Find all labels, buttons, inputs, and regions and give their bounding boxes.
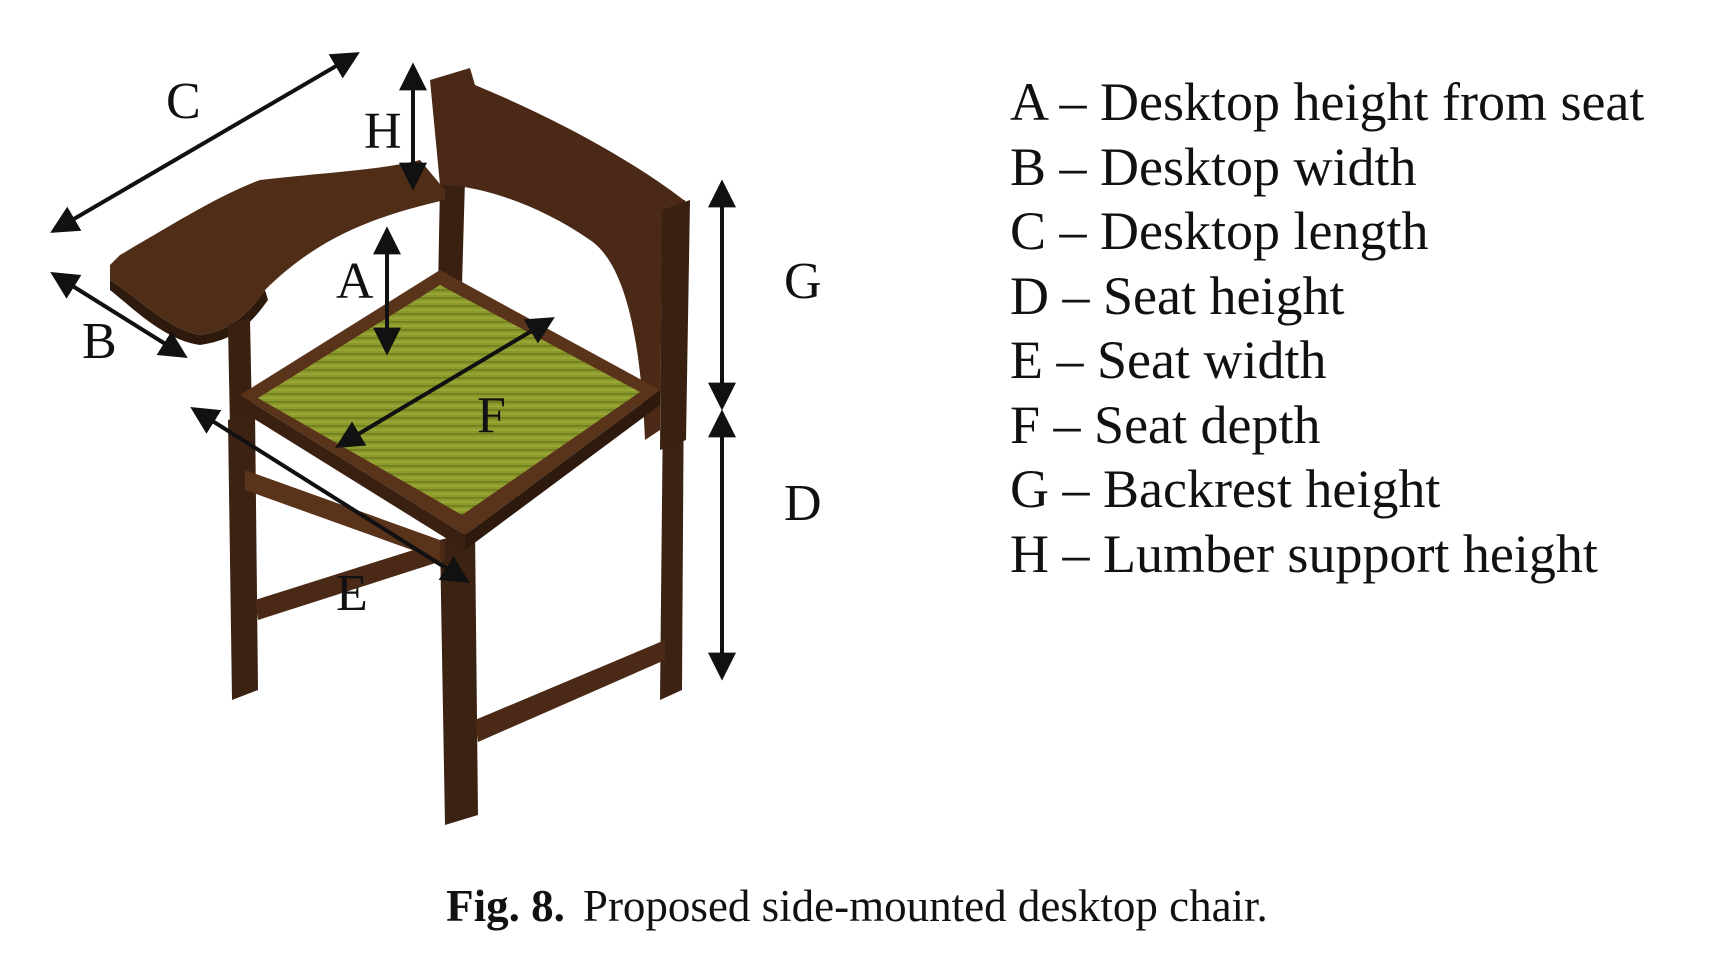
dimension-label-d: D bbox=[784, 475, 822, 532]
dimension-label-a: A bbox=[336, 253, 374, 310]
legend-item-a: A – Desktop height from seat bbox=[1010, 72, 1645, 132]
legend-item-d: D – Seat height bbox=[1010, 265, 1345, 326]
arrow-b bbox=[50, 272, 188, 358]
arrow-e bbox=[190, 407, 470, 583]
legend-item-g: G – Backrest height bbox=[1010, 459, 1441, 519]
desktop bbox=[110, 160, 445, 335]
legend-item-c: C – Desktop length bbox=[1010, 201, 1429, 261]
legend-item-h: H – Lumber support height bbox=[1010, 523, 1598, 584]
dimension-arrows bbox=[50, 52, 736, 681]
dimension-legend: A – Desktop height from seat B – Desktop… bbox=[1010, 70, 1644, 586]
back-left-post bbox=[438, 180, 465, 290]
front-right-leg bbox=[440, 530, 478, 825]
backrest-edge bbox=[660, 200, 690, 450]
dimension-label-f: F bbox=[477, 387, 506, 444]
front-left-leg bbox=[228, 410, 258, 700]
figure-caption: Fig. 8. Proposed side-mounted desktop cha… bbox=[0, 880, 1714, 932]
legend-item-e: E – Seat width bbox=[1010, 330, 1327, 390]
legend-item-f: F – Seat depth bbox=[1010, 394, 1321, 455]
backrest bbox=[430, 68, 690, 440]
seat-cushion bbox=[258, 285, 640, 515]
arrow-c bbox=[50, 52, 360, 233]
caption-text: Proposed side-mounted desktop chair. bbox=[582, 881, 1268, 931]
dimension-label-e: E bbox=[336, 565, 368, 622]
figure-number: Fig. 8. bbox=[446, 881, 565, 931]
dimension-label-c: C bbox=[166, 73, 201, 130]
dimension-label-h: H bbox=[364, 103, 402, 160]
seat-right-edge bbox=[465, 390, 660, 550]
legend-item-b: B – Desktop width bbox=[1010, 136, 1417, 197]
dimension-label-g: G bbox=[784, 253, 822, 310]
stretcher-front bbox=[475, 640, 665, 742]
dimension-label-b: B bbox=[82, 313, 117, 370]
